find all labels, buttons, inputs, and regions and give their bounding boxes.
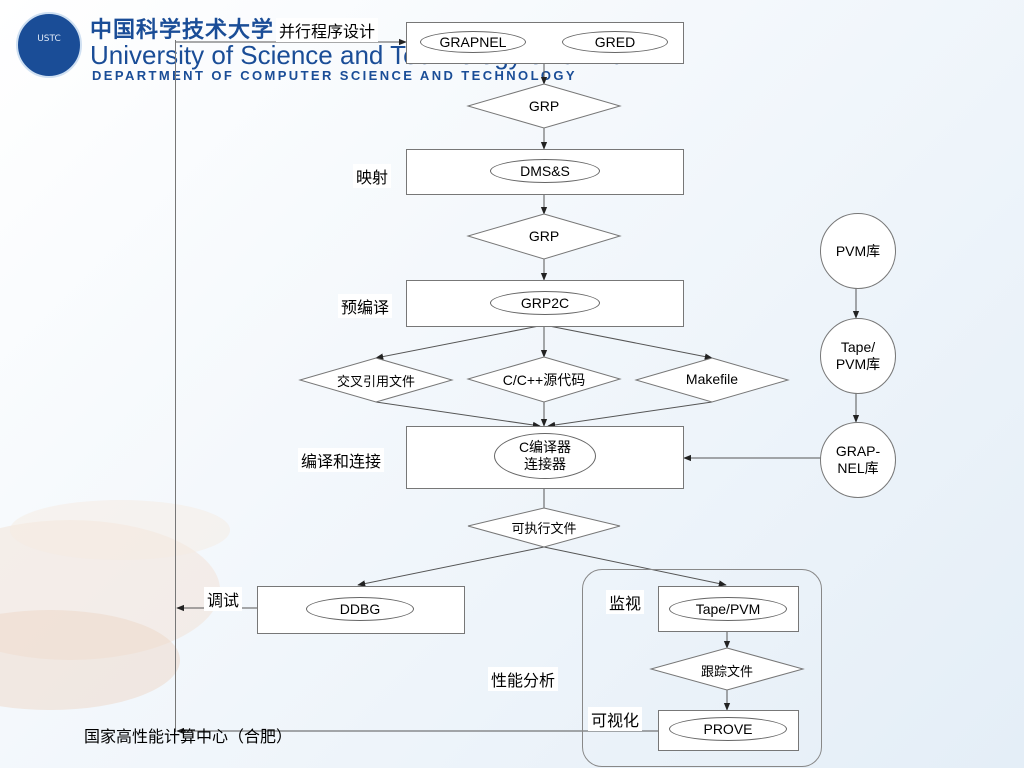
ddbg-node: DDBG xyxy=(306,597,414,621)
grp-label-2: GRP xyxy=(528,228,560,244)
compiler-line-1: C编译器 xyxy=(518,439,572,455)
arrow-precompile-to-makefile xyxy=(543,324,713,360)
compiler-node: C编译器 连接器 xyxy=(494,433,596,479)
mapping-box xyxy=(406,149,684,195)
feedback-rail xyxy=(175,40,176,732)
pvm-library: PVM库 xyxy=(820,213,896,289)
stage-label-monitor: 监视 xyxy=(606,590,645,614)
stage-label-parallel-design: 并行程序设计 xyxy=(276,18,379,42)
gred-node: GRED xyxy=(562,31,668,53)
tape-pvm-library: Tape/ PVM库 xyxy=(820,318,896,394)
dms-node: DMS&S xyxy=(490,159,600,183)
csource-diamond xyxy=(466,356,622,403)
arrow-precompile-to-xref xyxy=(375,324,545,360)
executable-diamond xyxy=(467,507,621,548)
arrow-xref-to-compile xyxy=(375,401,541,429)
xref-label: 交叉引用文件 xyxy=(336,374,415,389)
trace-diamond xyxy=(649,647,805,691)
stage-label-precompile: 预编译 xyxy=(338,294,393,318)
xref-diamond xyxy=(298,357,454,403)
footer-organization: 国家高性能计算中心（合肥） xyxy=(84,727,293,746)
university-logo: USTC xyxy=(16,12,82,78)
compiler-line-2: 连接器 xyxy=(524,456,566,472)
grapnel-library: GRAP- NEL库 xyxy=(820,422,896,498)
tape-pvm-library-line-2: PVM库 xyxy=(835,356,881,372)
stage-label-debug: 调试 xyxy=(204,587,243,611)
tape-pvm-node: Tape/PVM xyxy=(669,597,787,621)
grp-diamond-1 xyxy=(466,83,622,129)
stage-label-mapping: 映射 xyxy=(353,164,392,188)
grp-label-1: GRP xyxy=(528,98,560,114)
logo-text: USTC xyxy=(37,34,61,44)
grapnel-library-line-1: GRAP- xyxy=(835,443,881,459)
makefile-diamond xyxy=(634,357,790,403)
prove-node: PROVE xyxy=(669,717,787,741)
grp2c-node: GRP2C xyxy=(490,291,600,315)
arrow-exec-to-debug xyxy=(357,546,545,587)
arrow-makefile-to-compile xyxy=(547,401,713,429)
makefile-label: Makefile xyxy=(685,371,739,387)
csource-label: C/C++源代码 xyxy=(502,372,586,388)
performance-analysis-group xyxy=(582,569,822,767)
arrow-exec-to-monitor xyxy=(543,546,727,587)
executable-label: 可执行文件 xyxy=(511,521,577,536)
grapnel-library-line-2: NEL库 xyxy=(837,460,879,476)
stage-label-performance-analysis: 性能分析 xyxy=(488,667,559,691)
tape-pvm-library-line-1: Tape/ xyxy=(840,339,876,355)
grapnel-node: GRAPNEL xyxy=(420,31,526,53)
university-name-chinese: 中国科学技术大学 xyxy=(90,17,275,43)
stage-label-compile-link: 编译和连接 xyxy=(298,448,385,472)
stage-label-visualization: 可视化 xyxy=(588,707,643,731)
department-name: DEPARTMENT OF COMPUTER SCIENCE AND TECHN… xyxy=(92,68,578,83)
grp-diamond-2 xyxy=(466,213,622,260)
pvm-library-label: PVM库 xyxy=(835,242,881,259)
trace-file-label: 跟踪文件 xyxy=(700,664,753,679)
